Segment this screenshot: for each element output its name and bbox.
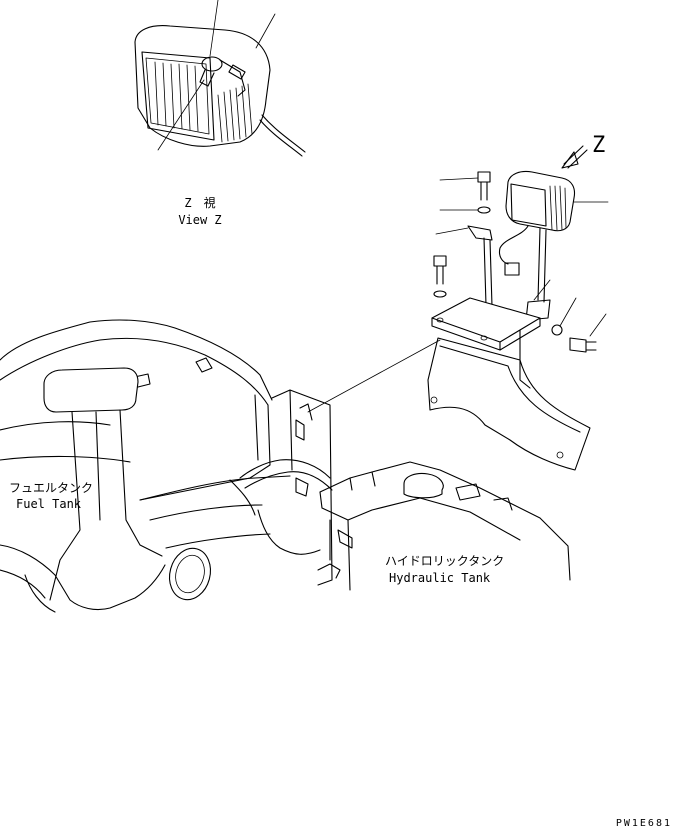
fuel-tank-en-label: Fuel Tank [16,497,82,511]
hydraulic-tank-jp-label: ハイドロリックタンク [385,554,504,568]
bolt-right [569,313,607,353]
bolt-left [433,255,447,298]
fuel-tank-jp-label: フュエルタンク [9,481,93,495]
view-z-jp-label: Z 視 [184,195,215,210]
view-z-lamp-detail [134,0,306,157]
drawing-code: PW1E681 [616,818,672,829]
work-lamp-assembly [427,170,609,471]
hydraulic-tank-en-label: Hydraulic Tank [389,571,491,585]
view-z-en-label: View Z [178,213,221,227]
z-marker-label: Z [592,133,605,158]
hydraulic-tank [317,461,571,591]
machine-body [0,319,333,613]
view-z-arrow [561,145,588,169]
bolt-upper [439,171,491,201]
